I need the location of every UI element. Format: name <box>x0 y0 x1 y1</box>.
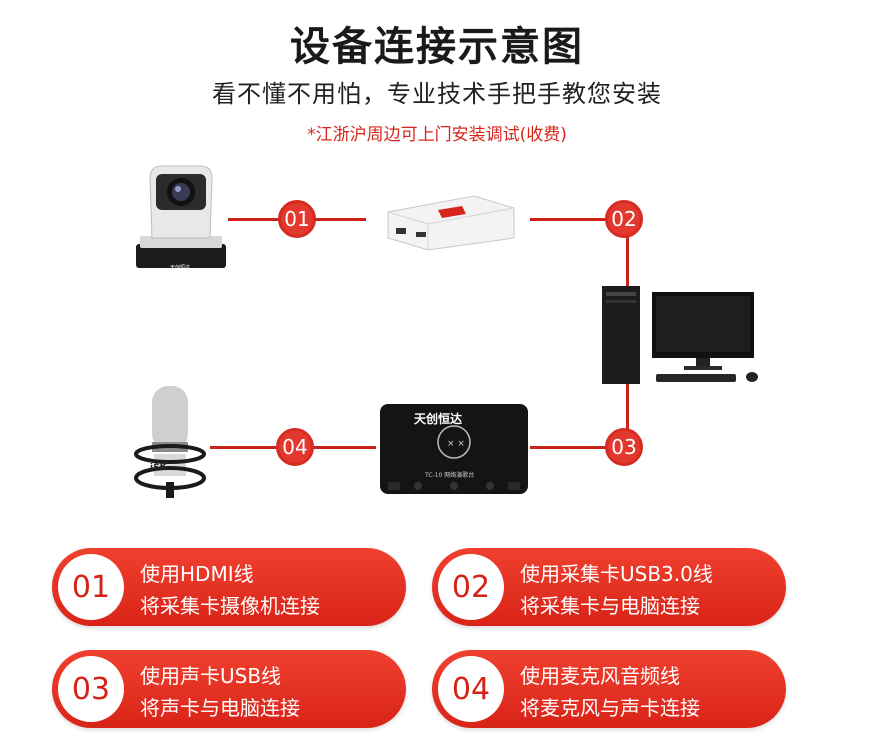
sound-card-brand: 天创恒达 <box>414 412 463 426</box>
line-capture-pc-v <box>626 218 629 286</box>
step-line1: 使用HDMI线 <box>140 562 254 586</box>
step-line2: 将采集卡摄像机连接 <box>140 594 320 618</box>
step-line1: 使用声卡USB线 <box>140 664 282 688</box>
svg-text:× ×: × × <box>447 439 465 449</box>
sound-card-image: × × <box>378 402 530 496</box>
ptz-camera-image <box>132 160 230 272</box>
step-line2: 将采集卡与电脑连接 <box>520 594 700 618</box>
step-number: 03 <box>58 656 124 722</box>
mic-brand-logo: iSK <box>150 463 167 473</box>
diagram-step-3: 03 <box>605 428 643 466</box>
camera-brand-logo: 天创恒达 <box>170 265 191 271</box>
diagram-step-1: 01 <box>278 200 316 238</box>
step-card-4: 04 使用麦克风音频线 将麦克风与声卡连接 <box>432 650 786 728</box>
page-title: 设备连接示意图 <box>290 24 584 70</box>
sound-card-model: TC-10 网络演歌台 <box>425 472 475 479</box>
page-subtitle: 看不懂不用怕，专业技术手把手教您安装 <box>212 80 662 108</box>
step-number: 02 <box>438 554 504 620</box>
step-line2: 将麦克风与声卡连接 <box>520 696 700 720</box>
step-number: 01 <box>58 554 124 620</box>
diagram-step-4: 04 <box>276 428 314 466</box>
microphone-image <box>130 382 210 500</box>
step-card-3: 03 使用声卡USB线 将声卡与电脑连接 <box>52 650 406 728</box>
step-card-1: 01 使用HDMI线 将采集卡摄像机连接 <box>52 548 406 626</box>
line-capture-pc-h <box>530 218 628 221</box>
line-pc-soundcard-v <box>626 384 629 448</box>
desktop-computer-image <box>598 282 768 388</box>
step-card-2: 02 使用采集卡USB3.0线 将采集卡与电脑连接 <box>432 548 786 626</box>
line-pc-soundcard-h <box>530 446 628 449</box>
service-note: *江浙沪周边可上门安装调试(收费) <box>307 125 567 145</box>
step-line1: 使用采集卡USB3.0线 <box>520 562 713 586</box>
step-line1: 使用麦克风音频线 <box>520 664 680 688</box>
step-number: 04 <box>438 656 504 722</box>
step-line2: 将声卡与电脑连接 <box>140 696 300 720</box>
capture-card-image <box>378 188 518 254</box>
diagram-step-2: 02 <box>605 200 643 238</box>
